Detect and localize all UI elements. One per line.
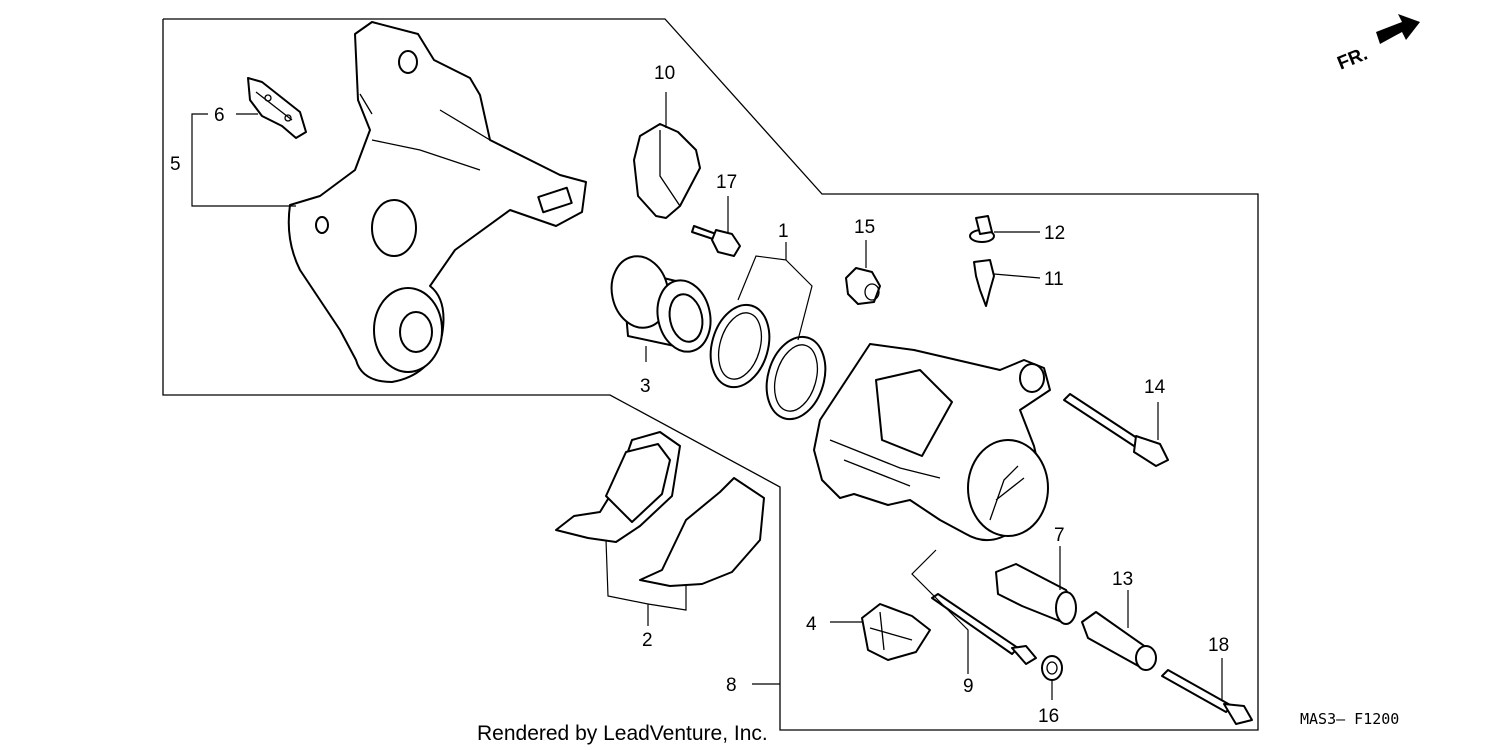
leader-lines [191, 92, 1223, 700]
pin-bolt[interactable] [1063, 393, 1169, 467]
collar[interactable] [1041, 655, 1063, 681]
diagram-code: MAS3— F1200 [1300, 710, 1399, 728]
callout-5: 5 [170, 154, 181, 175]
callout-12: 12 [1044, 223, 1065, 244]
bolt-18[interactable] [1161, 669, 1253, 725]
piston-seal-set[interactable] [702, 298, 835, 426]
brake-pad-set[interactable] [555, 431, 765, 587]
caliper-pin[interactable] [931, 593, 1037, 665]
callout-labels: 1 2 3 4 5 6 7 8 9 10 11 12 13 14 15 16 1… [170, 63, 1229, 727]
pad-spring[interactable] [861, 603, 931, 661]
group-outline [162, 18, 1259, 731]
callout-10: 10 [654, 63, 675, 84]
caliper-piston[interactable] [605, 251, 717, 357]
front-direction-arrow: FR. [1334, 14, 1420, 75]
front-label: FR. [1334, 44, 1370, 75]
callout-13: 13 [1112, 569, 1133, 590]
bleeder-screw-set[interactable] [969, 215, 995, 307]
sleeve[interactable] [1081, 611, 1157, 671]
credit-text: Rendered by LeadVenture, Inc. [477, 722, 768, 745]
caliper-bracket[interactable] [287, 21, 587, 383]
pin-boot[interactable] [995, 563, 1077, 625]
callout-9: 9 [963, 676, 974, 697]
bleeder-cap[interactable] [845, 267, 881, 305]
callout-2: 2 [642, 630, 653, 651]
callout-15: 15 [854, 217, 875, 238]
pad-cover[interactable] [633, 123, 701, 219]
callout-17: 17 [716, 172, 737, 193]
caliper-body[interactable] [813, 343, 1051, 541]
callout-1: 1 [778, 221, 789, 242]
callout-7: 7 [1054, 525, 1065, 546]
pad-retainer-clip[interactable] [247, 77, 307, 139]
callout-4: 4 [806, 614, 817, 635]
callout-11: 11 [1044, 269, 1064, 290]
arrow-icon [1376, 14, 1420, 44]
callout-18: 18 [1208, 635, 1229, 656]
bolt-17[interactable] [691, 225, 741, 257]
callout-14: 14 [1144, 377, 1166, 398]
callout-3: 3 [640, 376, 651, 397]
callout-16: 16 [1038, 706, 1059, 727]
callout-8: 8 [726, 675, 737, 696]
callout-6: 6 [214, 105, 225, 126]
